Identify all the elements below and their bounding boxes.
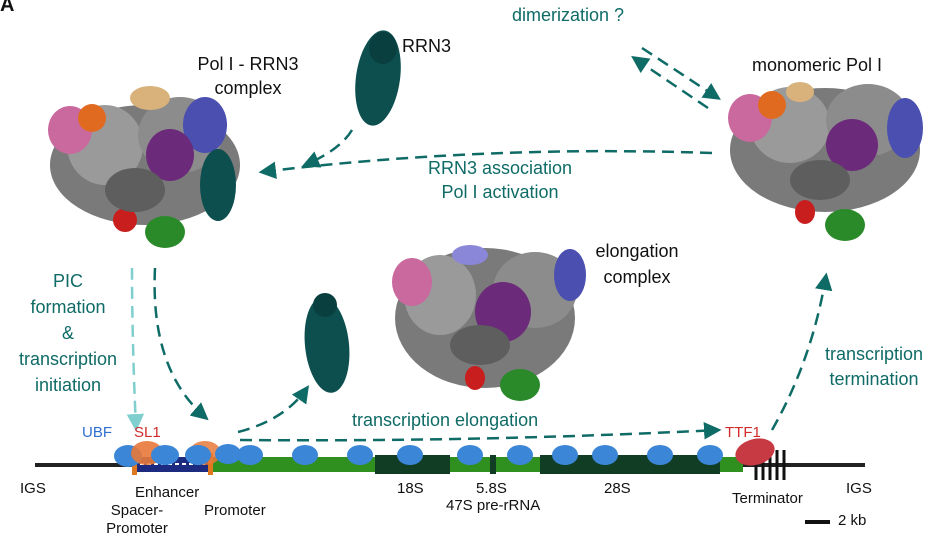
spacer-promoter-label: Spacer- Promoter bbox=[92, 502, 182, 538]
association-label-line1: RRN3 association bbox=[427, 158, 573, 178]
scale-bar-label: 2 kb bbox=[838, 512, 867, 529]
elongation-label-line1: elongation bbox=[595, 241, 679, 261]
igs-right-label: IGS bbox=[846, 480, 872, 497]
sl1-label: SL1 bbox=[134, 424, 161, 441]
association-arrow bbox=[258, 149, 713, 179]
rrn3-binding-arrow bbox=[301, 129, 354, 168]
transcription-termination-label: transcription termination bbox=[808, 342, 940, 392]
polymerase-unit bbox=[347, 445, 373, 465]
pol-rrn3-complex-label: Pol I - RRN3 complex bbox=[183, 52, 313, 100]
pre-rrna-label: 47S pre-rRNA bbox=[446, 497, 541, 514]
rrn3-structure-released bbox=[304, 293, 350, 393]
elongation-label-line2: complex bbox=[603, 267, 671, 287]
polymerase-unit bbox=[185, 445, 211, 465]
igs-left-label: IGS bbox=[20, 480, 46, 497]
rrna-58s-label: 5.8S bbox=[476, 480, 507, 497]
pic-label-line5: initiation bbox=[34, 375, 102, 395]
termination-arrow bbox=[770, 272, 833, 431]
polymerase-unit bbox=[215, 444, 241, 464]
ttf1-factor bbox=[735, 438, 775, 466]
cycle-arrows bbox=[126, 46, 833, 442]
pic-label-line3: & bbox=[61, 323, 74, 343]
rdna-gene bbox=[35, 438, 865, 480]
termination-label-line1: transcription bbox=[824, 344, 924, 364]
polymerase-unit bbox=[592, 445, 618, 465]
association-label-line2: Pol I activation bbox=[441, 182, 559, 202]
spacer-promoter-line2: Promoter bbox=[106, 520, 168, 537]
enhancer-label: Enhancer bbox=[135, 484, 200, 501]
spacer-promoter-line1: Spacer- bbox=[110, 502, 164, 519]
pol-rrn3-complex-structure bbox=[48, 86, 240, 248]
polymerase-unit bbox=[292, 445, 318, 465]
dimerization-label: dimerization ? bbox=[512, 5, 625, 25]
pol-rrn3-label-line2: complex bbox=[214, 78, 282, 98]
rrn3-label: RRN3 bbox=[402, 36, 452, 56]
pic-label-line2: formation bbox=[30, 297, 106, 317]
rrna-18s-label: 18S bbox=[397, 480, 424, 497]
polymerase-unit bbox=[151, 445, 179, 465]
elongation-complex-structure bbox=[392, 245, 586, 401]
association-label: RRN3 association Pol I activation bbox=[395, 156, 605, 204]
pic-label-line4: transcription bbox=[18, 349, 118, 369]
polymerase-unit bbox=[507, 445, 533, 465]
dimerization-arrow-up bbox=[631, 56, 709, 110]
pic-label-line1: PIC bbox=[52, 271, 83, 291]
terminator-label: Terminator bbox=[732, 490, 803, 507]
rrn3-structure-top bbox=[355, 30, 401, 126]
panel-letter: A bbox=[0, 0, 15, 16]
promoter-label: Promoter bbox=[204, 502, 266, 519]
ubf-label: UBF bbox=[82, 424, 112, 441]
initiation-arrow bbox=[153, 267, 209, 421]
polymerase-unit bbox=[397, 445, 423, 465]
rrn3-release-arrow bbox=[237, 385, 309, 434]
polymerase-unit bbox=[237, 445, 263, 465]
monomeric-pol-i-label: monomeric Pol I bbox=[752, 55, 883, 75]
rrna-28s bbox=[540, 455, 720, 474]
polymerase-unit bbox=[647, 445, 673, 465]
elongation-arrow bbox=[239, 421, 722, 442]
rrna-58s bbox=[490, 455, 496, 474]
dimerization-arrow-down bbox=[641, 46, 721, 100]
transcription-elongation-label: transcription elongation bbox=[352, 410, 539, 430]
polymerase-unit bbox=[552, 445, 578, 465]
pol-rrn3-label-line1: Pol I - RRN3 bbox=[197, 54, 299, 74]
termination-label-line2: termination bbox=[829, 369, 919, 389]
polymerase-unit bbox=[697, 445, 723, 465]
polymerase-unit bbox=[457, 445, 483, 465]
monomeric-pol-i-structure bbox=[728, 82, 923, 241]
rrna-28s-label: 28S bbox=[604, 480, 631, 497]
ttf1-label: TTF1 bbox=[725, 424, 761, 441]
elongation-complex-label: elongation complex bbox=[582, 238, 692, 290]
pic-formation-label: PIC formation & transcription initiation bbox=[2, 268, 134, 398]
pic-arrow bbox=[126, 267, 145, 432]
